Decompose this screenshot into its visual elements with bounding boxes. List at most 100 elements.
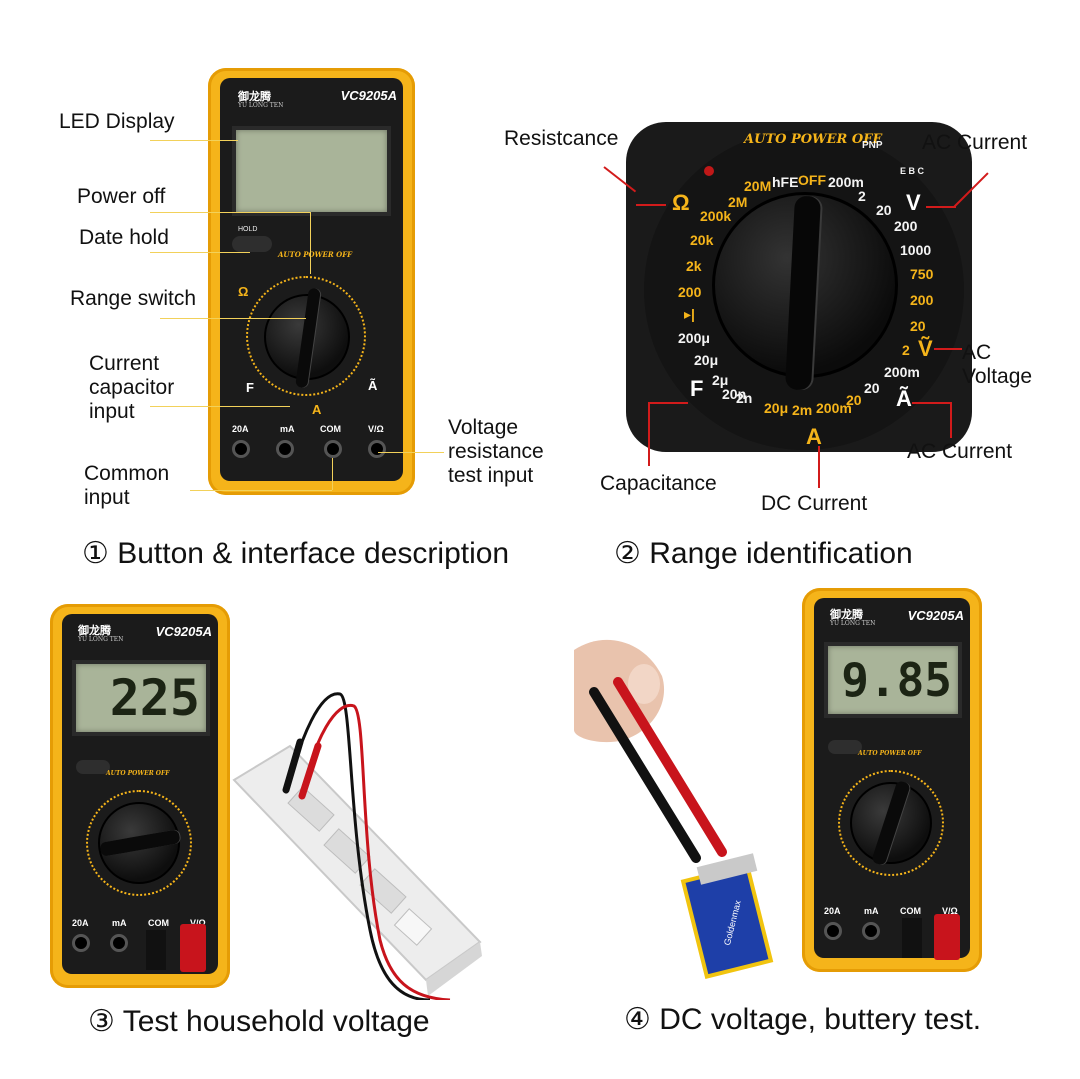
tick-b-20u: 20μ bbox=[764, 400, 789, 416]
tick-b-2m: 2m bbox=[792, 402, 813, 418]
label-current-2: capacitor bbox=[89, 376, 175, 399]
jack-ma[interactable] bbox=[862, 922, 880, 940]
tick-200k: 200k bbox=[700, 208, 732, 224]
multimeter-panel3: 御龙腾 YU LONG TEN VC9205A 225 AUTO POWER O… bbox=[50, 604, 230, 988]
tick-200u: 200μ bbox=[678, 330, 710, 346]
jack-label-ma: mA bbox=[864, 906, 879, 916]
hold-button[interactable]: HOLD bbox=[232, 226, 272, 252]
probe-plug-black bbox=[146, 930, 166, 970]
callout-line-voltage bbox=[378, 452, 444, 453]
dial-ebc: E B C bbox=[900, 166, 925, 176]
ac-current-symbol: Ã bbox=[368, 378, 378, 393]
tick-top-200m: 200m bbox=[828, 174, 864, 190]
hold-button[interactable] bbox=[76, 760, 110, 774]
dial-ohm-symbol: Ω bbox=[672, 190, 690, 215]
multimeter-panel4: 御龙腾 YU LONG TEN VC9205A 9.85 AUTO POWER … bbox=[802, 588, 982, 972]
label-resistance: Resistcance bbox=[504, 127, 619, 150]
label-common-1: Common bbox=[84, 462, 170, 485]
tick-r-200y: 200 bbox=[910, 292, 934, 308]
lcd-display bbox=[232, 126, 391, 216]
tick-top-20: 20 bbox=[876, 202, 892, 218]
lcd-value: 225 bbox=[109, 669, 200, 727]
meter-brand: 御龙腾 bbox=[78, 624, 111, 637]
label-current-1: Current bbox=[89, 352, 160, 375]
label-range-switch: Range switch bbox=[70, 287, 197, 310]
range-dial-ring bbox=[86, 790, 192, 896]
caption-panel1: ① Button & interface description bbox=[82, 537, 510, 570]
meter-brand: 御龙腾 bbox=[830, 608, 863, 621]
tick-top-2: 2 bbox=[858, 188, 866, 204]
callout-line-power-v bbox=[310, 212, 311, 274]
jack-label-com: COM bbox=[900, 906, 921, 916]
tick-b-200m: 200m bbox=[816, 400, 852, 416]
meter-model: VC9205A bbox=[340, 88, 397, 103]
tick-20k: 20k bbox=[690, 232, 714, 248]
battery-test-illustration bbox=[574, 639, 774, 979]
dial-v-dc-symbol: V bbox=[906, 190, 921, 215]
jack-label-ma: mA bbox=[280, 424, 295, 434]
jack-ma[interactable] bbox=[276, 440, 294, 458]
tick-2k: 2k bbox=[686, 258, 702, 274]
probe-wire-black bbox=[288, 692, 431, 1000]
tick-200-ohm: 200 bbox=[678, 284, 702, 300]
jack-20a[interactable] bbox=[824, 922, 842, 940]
tick-b-20: 20 bbox=[846, 392, 862, 408]
auto-power-off-label: AUTO POWER OFF bbox=[858, 750, 922, 757]
caption-panel4: ④ DC voltage, buttery test. bbox=[624, 1003, 982, 1036]
label-current-3: input bbox=[89, 400, 135, 423]
jack-20a[interactable] bbox=[232, 440, 250, 458]
power-led bbox=[704, 166, 714, 176]
callout-line-common bbox=[190, 490, 332, 491]
tick-r-750: 750 bbox=[910, 266, 934, 282]
probe-plug-red bbox=[934, 914, 960, 960]
jack-label-v-ohm: V/Ω bbox=[190, 918, 206, 928]
jack-label-v-ohm: V/Ω bbox=[942, 906, 958, 916]
battery-9v bbox=[680, 853, 774, 979]
tick-rb-20: 20 bbox=[864, 380, 880, 396]
jack-label-20a: 20A bbox=[824, 906, 841, 916]
jack-com[interactable] bbox=[324, 440, 342, 458]
jack-label-com: COM bbox=[320, 424, 341, 434]
range-dial-ring bbox=[246, 276, 366, 396]
label-ac-voltage-2: Voltage bbox=[962, 365, 1033, 388]
label-ac-current-top: AC Current bbox=[922, 131, 1028, 154]
jack-label-com: COM bbox=[148, 918, 169, 928]
label-voltage-1: Voltage bbox=[448, 416, 519, 439]
dial-a-ac-symbol: Ã bbox=[896, 386, 912, 411]
label-dc-current: DC Current bbox=[761, 492, 868, 515]
tick-hfe: hFE bbox=[772, 174, 799, 190]
hold-button[interactable] bbox=[828, 740, 862, 754]
hold-label: HOLD bbox=[238, 226, 258, 233]
dial-f-symbol: F bbox=[690, 376, 704, 401]
meter-model: VC9205A bbox=[907, 608, 964, 623]
meter-brand-sub: YU LONG TEN bbox=[238, 102, 284, 109]
tick-r-20y: 20 bbox=[910, 318, 926, 334]
jack-ma[interactable] bbox=[110, 934, 128, 952]
label-capacitance: Capacitance bbox=[600, 472, 717, 495]
dc-current-symbol: A bbox=[312, 402, 322, 417]
tick-2u: 2μ bbox=[712, 372, 729, 388]
label-common-2: input bbox=[84, 486, 130, 509]
jack-v-ohm[interactable] bbox=[368, 440, 386, 458]
jack-20a[interactable] bbox=[72, 934, 90, 952]
jack-label-20a: 20A bbox=[232, 424, 249, 434]
auto-power-off-label: AUTO POWER OFF bbox=[106, 770, 170, 777]
label-ac-voltage-1: AC bbox=[962, 341, 992, 364]
tick-r-1000: 1000 bbox=[900, 242, 932, 258]
callout-line-common-v bbox=[332, 458, 333, 490]
callout-line-dc-current bbox=[818, 446, 820, 488]
jack-label-v-ohm: V/Ω bbox=[368, 424, 384, 434]
callout-line-hold bbox=[150, 252, 250, 253]
dial-pnp: PNP bbox=[862, 140, 883, 151]
callout-line-capacitor bbox=[150, 406, 290, 407]
tick-20m: 20M bbox=[744, 178, 772, 194]
power-strip bbox=[232, 744, 482, 996]
dial-v-ac-symbol: Ṽ bbox=[918, 336, 933, 361]
household-test-illustration bbox=[232, 692, 482, 1000]
tick-20u: 20μ bbox=[694, 352, 719, 368]
tick-r-2y: 2 bbox=[902, 342, 910, 358]
jack-label-20a: 20A bbox=[72, 918, 89, 928]
meter-brand: 御龙腾 bbox=[238, 90, 271, 103]
caption-panel3: ③ Test household voltage bbox=[88, 1005, 430, 1038]
callout-line-ac-current-bottom-v bbox=[950, 402, 952, 438]
